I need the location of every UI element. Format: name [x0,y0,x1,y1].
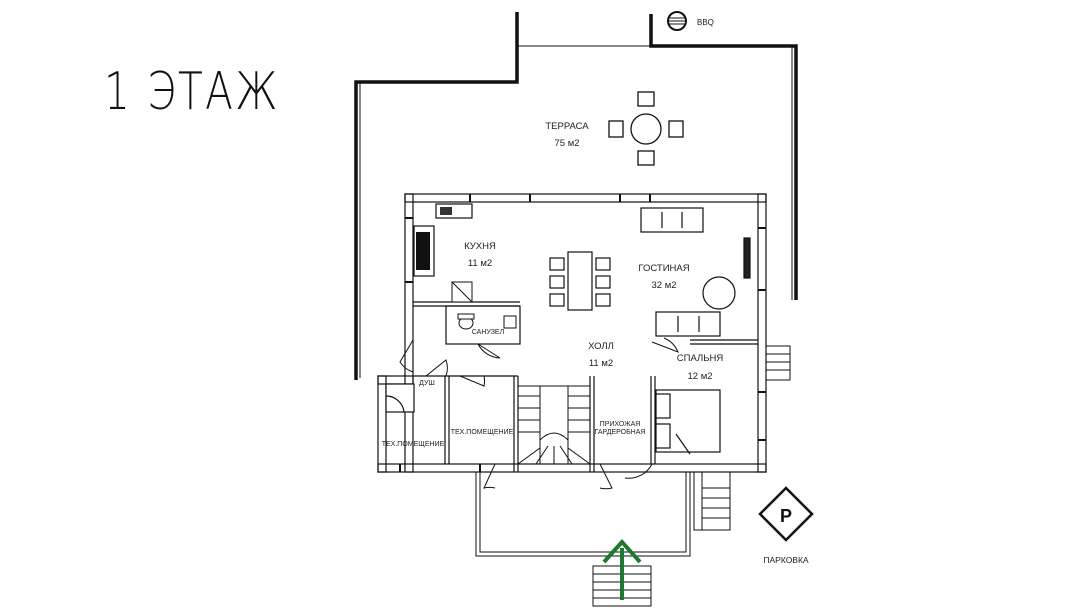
bbq-label: BBQ [697,18,714,27]
side-steps [693,345,791,531]
room-area-hall: 11 м2 [589,358,613,369]
kitchen-fixtures [413,203,473,303]
shower-fixture [385,383,415,413]
dining-table [549,251,611,311]
parking-symbol: P [780,506,792,526]
room-area-kitchen: 11 м2 [468,258,492,269]
entry-label-line1: ПРИХОЖАЯ [600,421,641,428]
entry-label-line2: ГАРДЕРОБНАЯ [595,429,646,436]
parking-sign-icon: P [758,486,814,542]
room-name-terrace: ТЕРРАСА [545,121,589,132]
parking-label: ПАРКОВКА [763,555,809,565]
room-name-hall: ХОЛЛ [588,341,614,352]
room-area-terrace: 75 м2 [554,138,579,149]
entry-arrow-icon [602,539,642,600]
room-name-kitchen: КУХНЯ [464,241,496,252]
floor-title: 1 ЭТАЖ [104,62,280,122]
room-name-shower: ДУШ [419,380,435,387]
house-walls [377,193,767,473]
room-name-bathroom: САНУЗЕЛ [472,329,505,336]
staircase [517,385,591,465]
window-marks [399,194,766,472]
bathroom-fixtures [457,313,517,330]
bed [655,389,721,455]
room-name-tech1: ТЕХ.ПОМЕЩЕНИЕ [382,441,445,448]
terrace-table [608,91,684,166]
room-name-bedroom: СПАЛЬНЯ [677,353,724,364]
door-swings [399,337,679,490]
front-porch [475,472,691,607]
bbq-grill-icon [667,11,687,31]
room-area-living: 32 м2 [651,280,676,291]
room-area-bedroom: 12 м2 [687,371,712,382]
terrace-outline [354,12,798,380]
room-name-tech2: ТЕХ.ПОМЕЩЕНИЕ [451,429,514,436]
living-furniture [640,207,751,337]
room-name-living: ГОСТИНАЯ [638,263,689,274]
